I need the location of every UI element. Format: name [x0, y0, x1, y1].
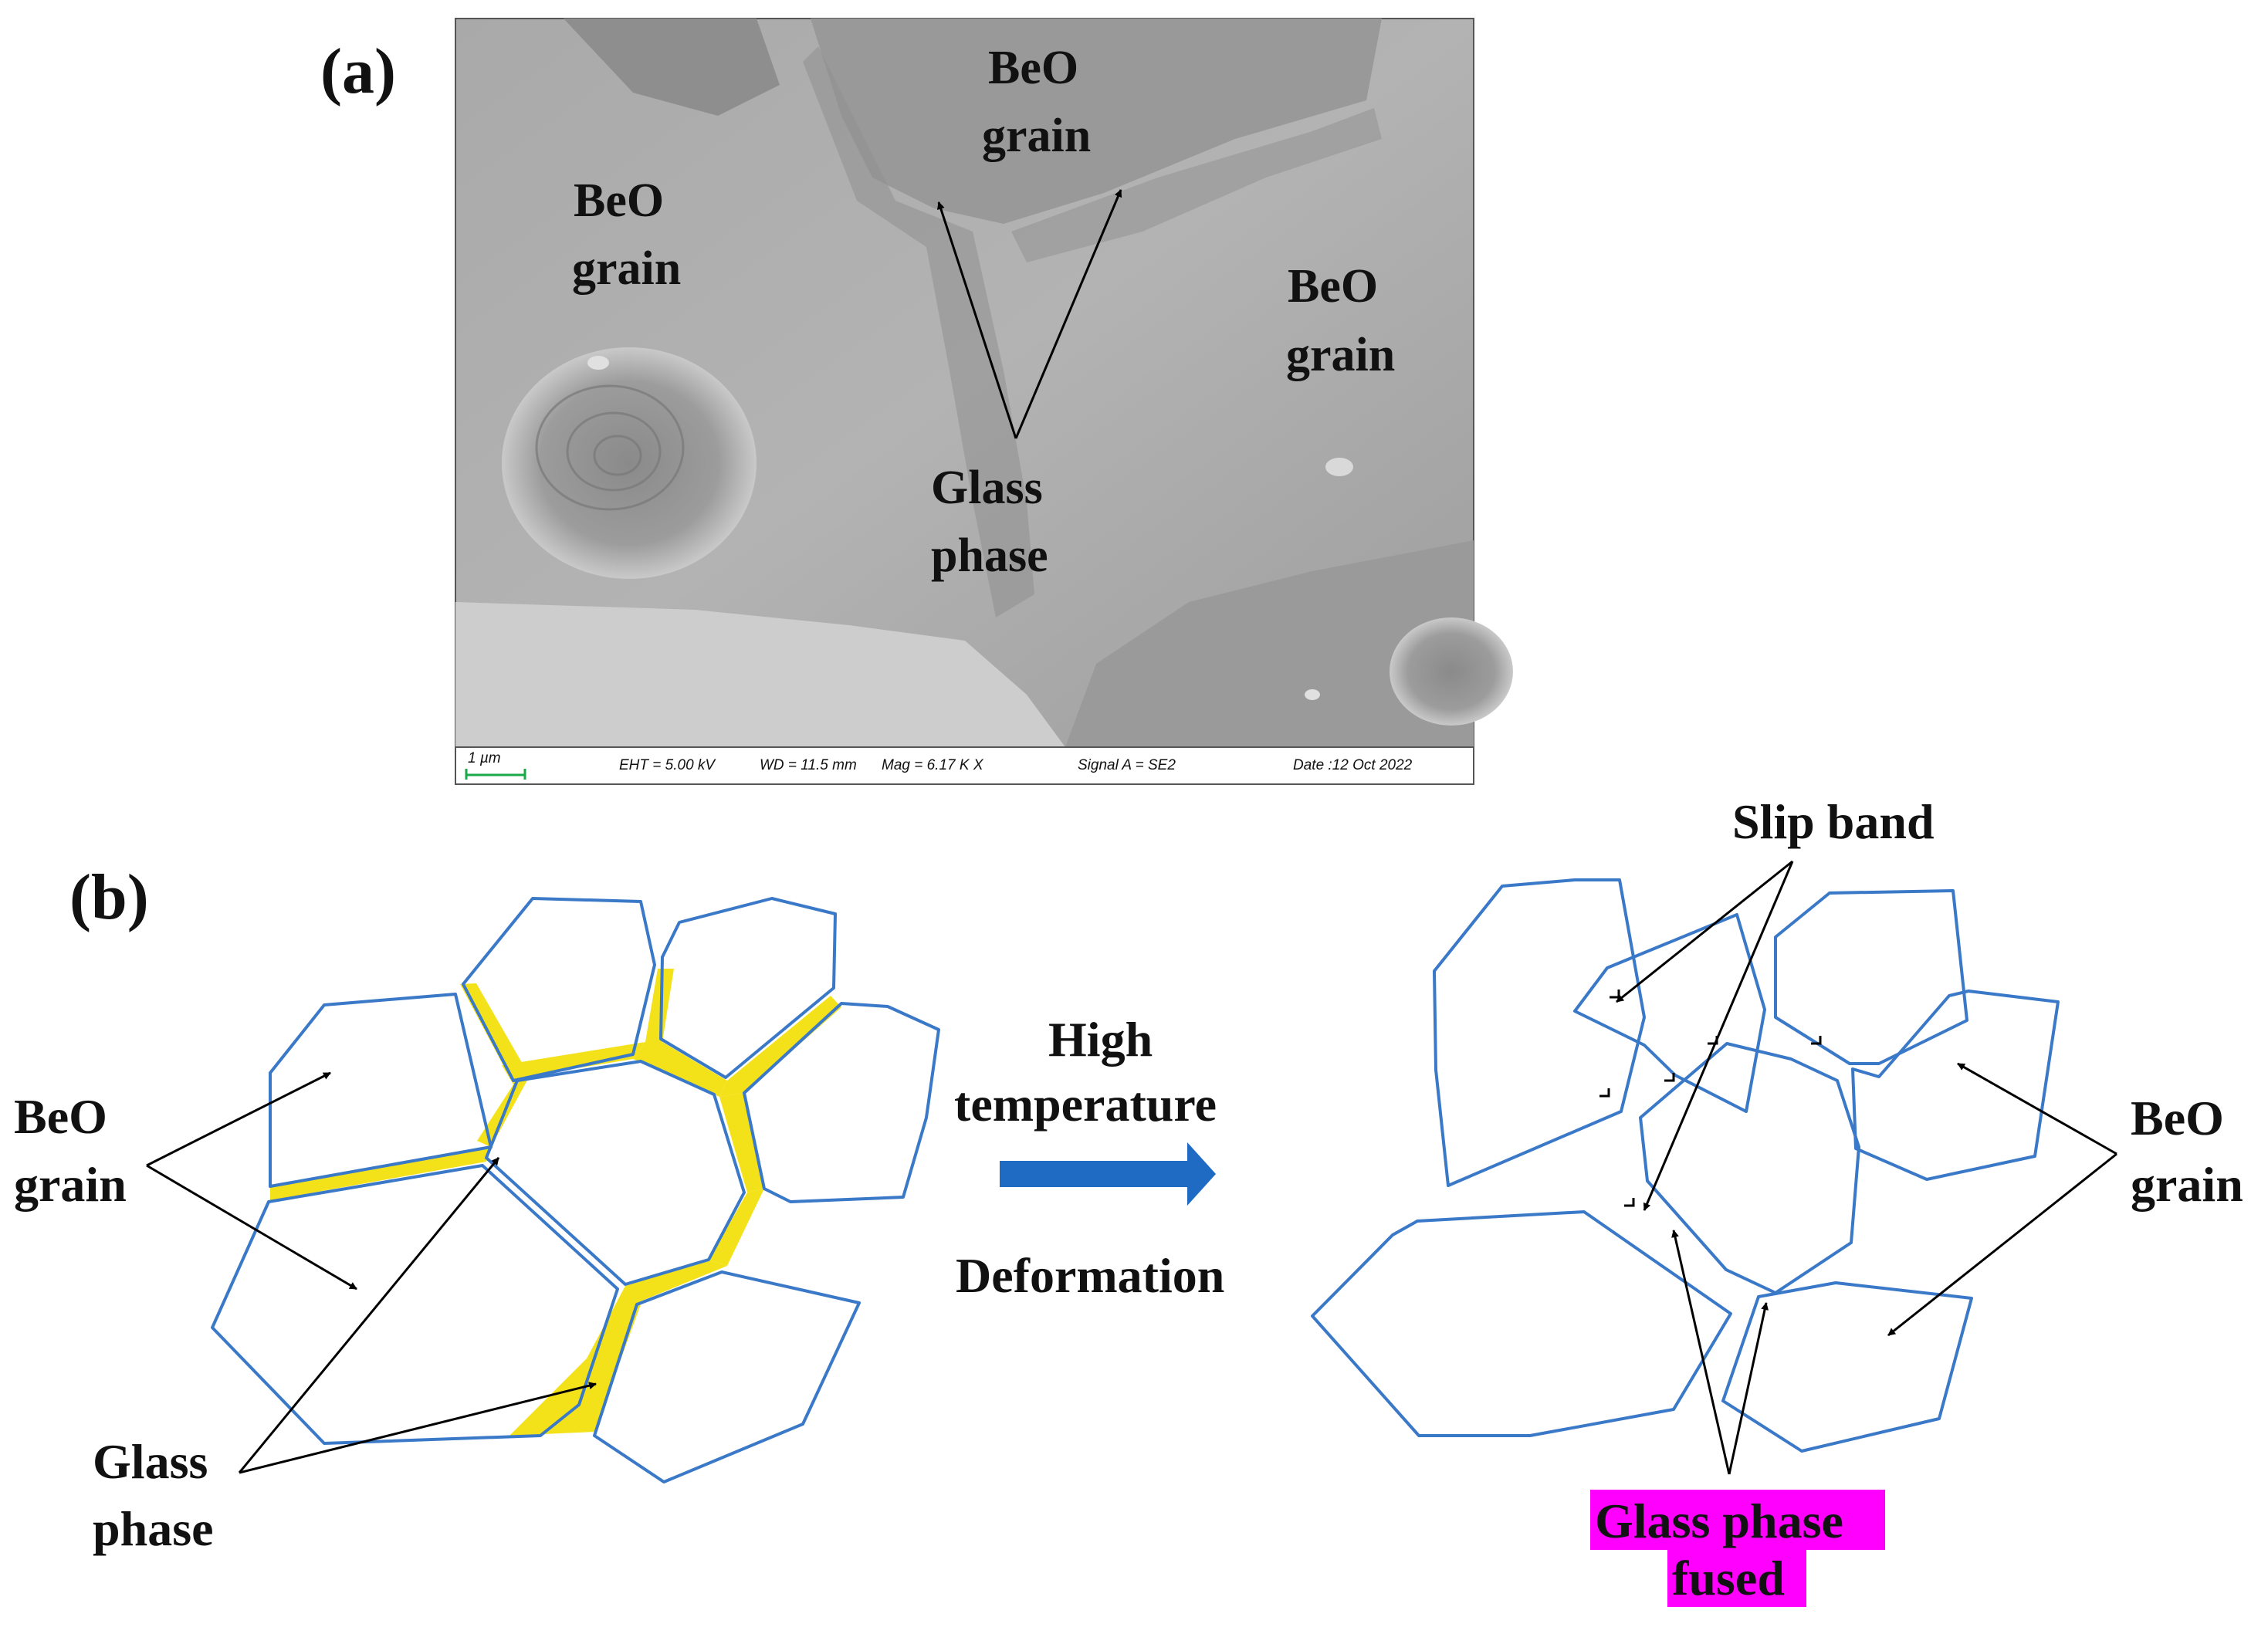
sem-grain-left-line2: grain — [572, 242, 681, 295]
sem-grain-left-line1: BeO — [574, 174, 664, 227]
left-glass-label-line2: phase — [93, 1501, 214, 1556]
sem-glass-line2: phase — [931, 529, 1048, 582]
fused-label-line1: Glass phase — [1595, 1494, 1843, 1548]
grains-before — [211, 897, 940, 1483]
fused-highlight-line2 — [1667, 1550, 1806, 1607]
process-label-high: High — [1048, 1012, 1153, 1067]
grains-after — [1311, 878, 2060, 1453]
sem-glass-line1: Glass — [931, 462, 1043, 514]
right-grain-label-line2: grain — [2131, 1157, 2243, 1212]
right-grain-label-line1: BeO — [2131, 1091, 2224, 1145]
databar-eht: EHT = 5.00 kV — [619, 757, 716, 773]
databar-date: Date :12 Oct 2022 — [1293, 757, 1413, 773]
databar-wd: WD = 11.5 mm — [760, 757, 857, 773]
fused-highlight-line1 — [1590, 1490, 1885, 1550]
right-grain-arrow-down — [1887, 1152, 2117, 1337]
fused-label-line2: fused — [1672, 1551, 1785, 1605]
panel-a-label: (a) — [320, 36, 396, 107]
sem-glass-arrow-right — [1014, 189, 1122, 439]
process-arrow — [1000, 1142, 1216, 1206]
left-grain-label-line2: grain — [14, 1157, 127, 1212]
process-label-deformation: Deformation — [956, 1248, 1224, 1303]
left-grain-arrow-up — [146, 1071, 331, 1167]
databar-mag: Mag = 6.17 K X — [882, 757, 984, 773]
left-grain-label-line1: BeO — [14, 1089, 107, 1144]
sem-grain-top-line2: grain — [982, 110, 1091, 162]
slip-arrow-2 — [1643, 861, 1794, 1211]
panel-b-label: (b) — [69, 861, 149, 933]
sem-micrograph: 1 µm EHT = 5.00 kV WD = 11.5 mm Mag = 6.… — [455, 18, 1513, 785]
sem-glass-arrow-left — [937, 201, 1017, 439]
fused-arrow-2 — [1728, 1302, 1769, 1475]
right-grain-arrow-up — [1957, 1062, 2117, 1155]
sem-grain-top-line1: BeO — [988, 42, 1078, 94]
glass-phase-network — [270, 969, 841, 1436]
left-glass-label-line1: Glass — [93, 1434, 208, 1489]
sem-grain-right-line1: BeO — [1288, 260, 1378, 313]
slip-arrow-1 — [1616, 860, 1793, 1003]
left-glass-arrow-right — [239, 1382, 597, 1474]
slip-band-ticks — [1599, 990, 1822, 1207]
process-label-temperature: temperature — [954, 1077, 1217, 1132]
left-grain-arrow-down — [146, 1164, 357, 1291]
sem-grain-right-line2: grain — [1286, 329, 1395, 381]
fused-arrow-1 — [1671, 1230, 1731, 1475]
left-glass-arrow-up — [238, 1157, 500, 1473]
databar-signal: Signal A = SE2 — [1078, 757, 1176, 773]
scale-bar-label: 1 µm — [468, 750, 501, 766]
slip-band-label: Slip band — [1732, 794, 1935, 849]
